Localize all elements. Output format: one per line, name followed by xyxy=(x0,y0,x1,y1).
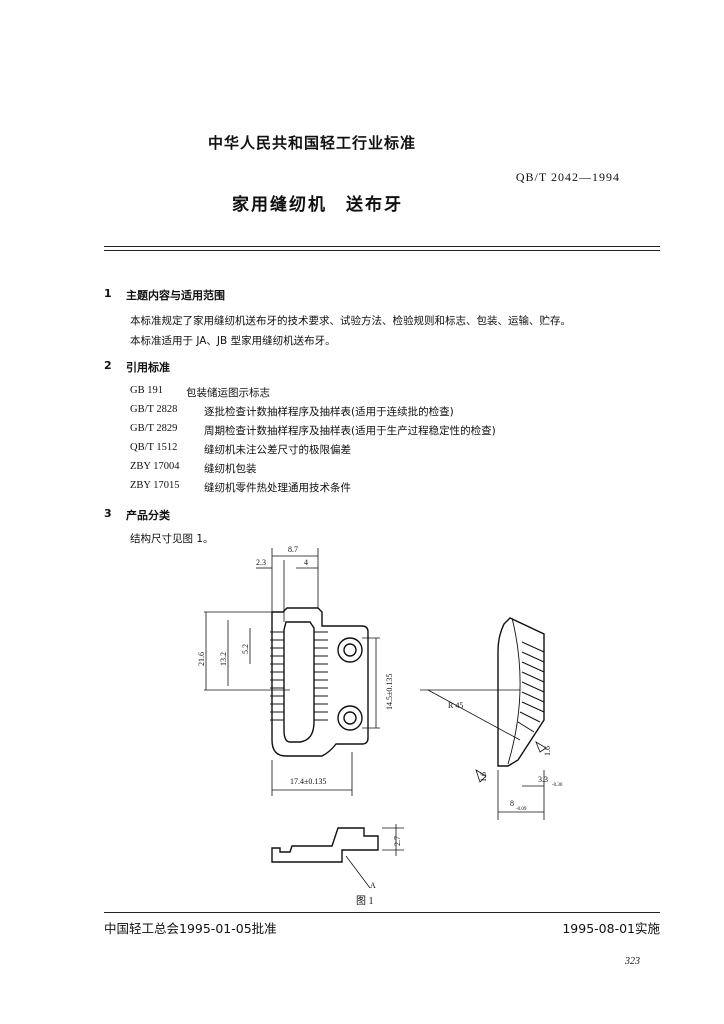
reference-title: 逐批检查计数抽样程序及抽样表(适用于连续批的检查) xyxy=(204,406,454,418)
dim-height-outer: 21.6 xyxy=(197,652,206,666)
dim-side-height: 2.7 xyxy=(393,836,402,846)
figure-caption: 图 1 xyxy=(356,895,374,907)
reference-title: 周期检查计数抽样程序及抽样表(适用于生产过程稳定性的检查) xyxy=(204,425,496,437)
paragraph: 本标准适用于 JA、JB 型家用缝纫机送布牙。 xyxy=(130,335,336,347)
section-number: 2 xyxy=(104,359,112,372)
dim-left-offset: 2.3 xyxy=(256,558,266,567)
reference-title: 缝纫机未注公差尺寸的极限偏差 xyxy=(204,444,351,456)
reference-title: 缝纫机零件热处理通用技术条件 xyxy=(204,482,351,494)
dim-bottom-width: 17.4±0.135 xyxy=(290,777,326,786)
dim-base-width: 8 xyxy=(510,799,514,808)
feed-dog-outline xyxy=(271,607,369,757)
section-heading: 引用标准 xyxy=(126,361,170,374)
elevation-view xyxy=(271,827,379,863)
dim-height-inner: 5.2 xyxy=(241,644,250,654)
section-number: 1 xyxy=(104,287,112,300)
dim-radius: R 45 xyxy=(448,701,463,710)
section-heading: 产品分类 xyxy=(126,509,170,522)
dim-hole-spacing: 14.5±0.135 xyxy=(385,674,394,710)
reference-code: ZBY 17004 xyxy=(130,461,180,472)
reference-title: 包装储运图示标志 xyxy=(186,387,270,399)
side-view-profile xyxy=(497,617,545,767)
inner-slot xyxy=(283,621,315,743)
paragraph: 结构尺寸见图 1。 xyxy=(130,533,214,545)
dim-step-value: 3.3 xyxy=(538,775,548,784)
section-label-a: A xyxy=(370,881,376,890)
section-heading: 主题内容与适用范围 xyxy=(126,289,225,302)
page-number: 323 xyxy=(625,956,640,967)
dim-thickness-right: 1.6 xyxy=(543,746,552,756)
dim-thickness-left: 1.6 xyxy=(479,772,488,782)
paragraph: 本标准规定了家用缝纫机送布牙的技术要求、试验方法、检验规则和标志、包装、运输、贮… xyxy=(130,315,571,327)
dim-step-tolerance: -0.30 xyxy=(552,783,563,788)
dim-slot-width: 4 xyxy=(304,558,308,567)
dim-height-mid: 13.2 xyxy=(219,652,228,666)
effective-date: 1995-08-01实施 xyxy=(562,921,660,936)
reference-code: GB/T 2828 xyxy=(130,404,178,415)
approval-date: 中国轻工总会1995-01-05批准 xyxy=(104,921,277,936)
section-number: 3 xyxy=(104,507,112,520)
standard-code: QB/T 2042—1994 xyxy=(515,170,620,184)
reference-code: QB/T 1512 xyxy=(130,442,178,453)
dim-base-tolerance: -0.09 xyxy=(516,807,527,812)
side-serrations xyxy=(517,641,545,733)
mounting-hole-upper xyxy=(337,637,363,663)
document-title: 家用缝纫机 送布牙 xyxy=(232,195,403,215)
mounting-hole-lower-inner xyxy=(343,711,357,725)
reference-code: GB/T 2829 xyxy=(130,423,178,434)
reference-code: ZBY 17015 xyxy=(130,480,180,491)
dim-top-width: 8.7 xyxy=(288,545,298,554)
standard-category: 中华人民共和国轻工行业标准 xyxy=(208,134,417,152)
mounting-hole-lower xyxy=(337,705,363,731)
footer-rule xyxy=(104,912,660,913)
feed-teeth xyxy=(270,631,328,721)
reference-code: GB 191 xyxy=(130,385,163,396)
reference-title: 缝纫机包装 xyxy=(204,463,257,475)
header-rule-top xyxy=(104,246,660,247)
mounting-hole-upper-inner xyxy=(343,643,357,657)
header-rule-bottom xyxy=(104,250,660,251)
